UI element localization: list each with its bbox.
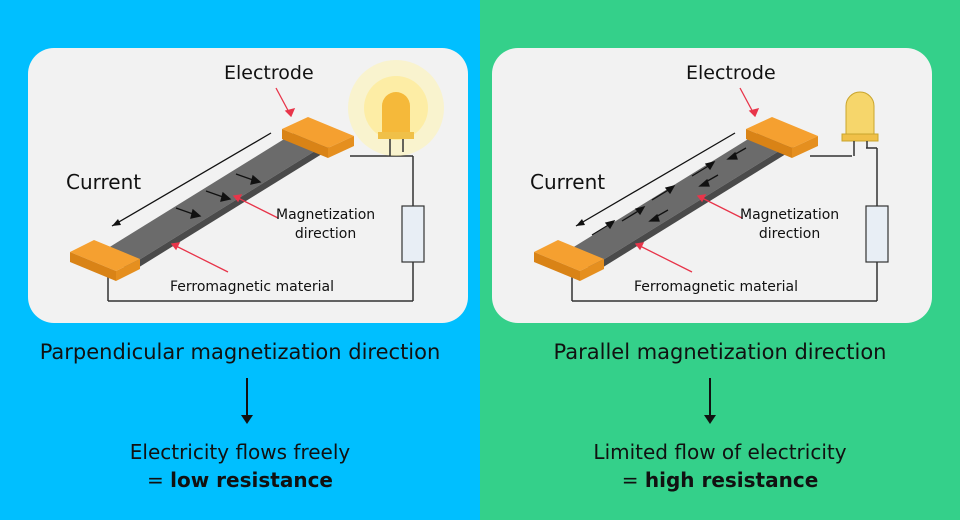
ferromagnetic-strip xyxy=(564,128,792,268)
resistor xyxy=(865,205,889,263)
magnetization-label-line2: direction xyxy=(758,226,821,242)
electrode-top xyxy=(282,117,354,158)
current-arrow xyxy=(111,132,272,227)
magnetization-arrows xyxy=(591,147,747,236)
resistor xyxy=(401,205,425,263)
led-lit xyxy=(348,60,444,156)
left-result-line2: = low resistance xyxy=(0,466,480,494)
right-diagram-card: Electrode Current Magnetization directio… xyxy=(492,48,932,323)
left-caption: Parpendicular magnetization direction xyxy=(39,340,441,364)
magnetization-label-line1: Magnetization xyxy=(740,207,840,223)
equals-sign: = xyxy=(621,468,645,492)
magnetization-arrows xyxy=(175,173,262,219)
electrode-label: Electrode xyxy=(686,62,776,84)
label-pointers xyxy=(170,87,296,273)
left-diagram-card: Electrode Current Magnetization directio… xyxy=(28,48,468,323)
ferromagnetic-material-label: Ferromagnetic material xyxy=(634,279,798,295)
current-label: Current xyxy=(530,170,606,194)
label-pointers xyxy=(634,87,760,273)
magnetization-label: Magnetization direction xyxy=(740,206,839,244)
right-caption: Parallel magnetization direction xyxy=(553,340,887,364)
equals-sign: = xyxy=(147,468,171,492)
left-panel: Electrode Current Magnetization directio… xyxy=(0,0,480,520)
right-resistance-text: high resistance xyxy=(644,468,819,492)
right-result: Limited flow of electricity = high resis… xyxy=(480,438,960,494)
left-circuit-diagram xyxy=(70,60,444,302)
strip-edge xyxy=(590,143,794,274)
electrode-bottom xyxy=(534,240,604,281)
ferromagnetic-material-label: Ferromagnetic material xyxy=(170,279,334,295)
left-result-line1: Electricity flows freely xyxy=(129,440,351,464)
down-arrow xyxy=(241,378,253,424)
current-label: Current xyxy=(66,170,142,194)
ferromagnetic-strip xyxy=(100,128,328,268)
right-panel: Electrode Current Magnetization directio… xyxy=(480,0,960,520)
electrode-bottom xyxy=(70,240,140,281)
electrode-label: Electrode xyxy=(224,62,314,84)
magnetization-label-line1: Magnetization xyxy=(276,207,376,223)
down-arrow xyxy=(704,378,716,424)
led-dim xyxy=(841,91,879,156)
magnetization-label-line2: direction xyxy=(294,226,357,242)
right-result-line1: Limited flow of electricity xyxy=(593,440,847,464)
right-result-line2: = high resistance xyxy=(480,466,960,494)
left-resistance-text: low resistance xyxy=(170,468,333,492)
strip-edge xyxy=(126,143,330,274)
electrode-top xyxy=(746,117,818,158)
right-circuit-diagram xyxy=(534,87,889,302)
left-result: Electricity flows freely = low resistanc… xyxy=(0,438,480,494)
current-arrow xyxy=(575,132,736,227)
magnetization-label: Magnetization direction xyxy=(276,206,375,244)
